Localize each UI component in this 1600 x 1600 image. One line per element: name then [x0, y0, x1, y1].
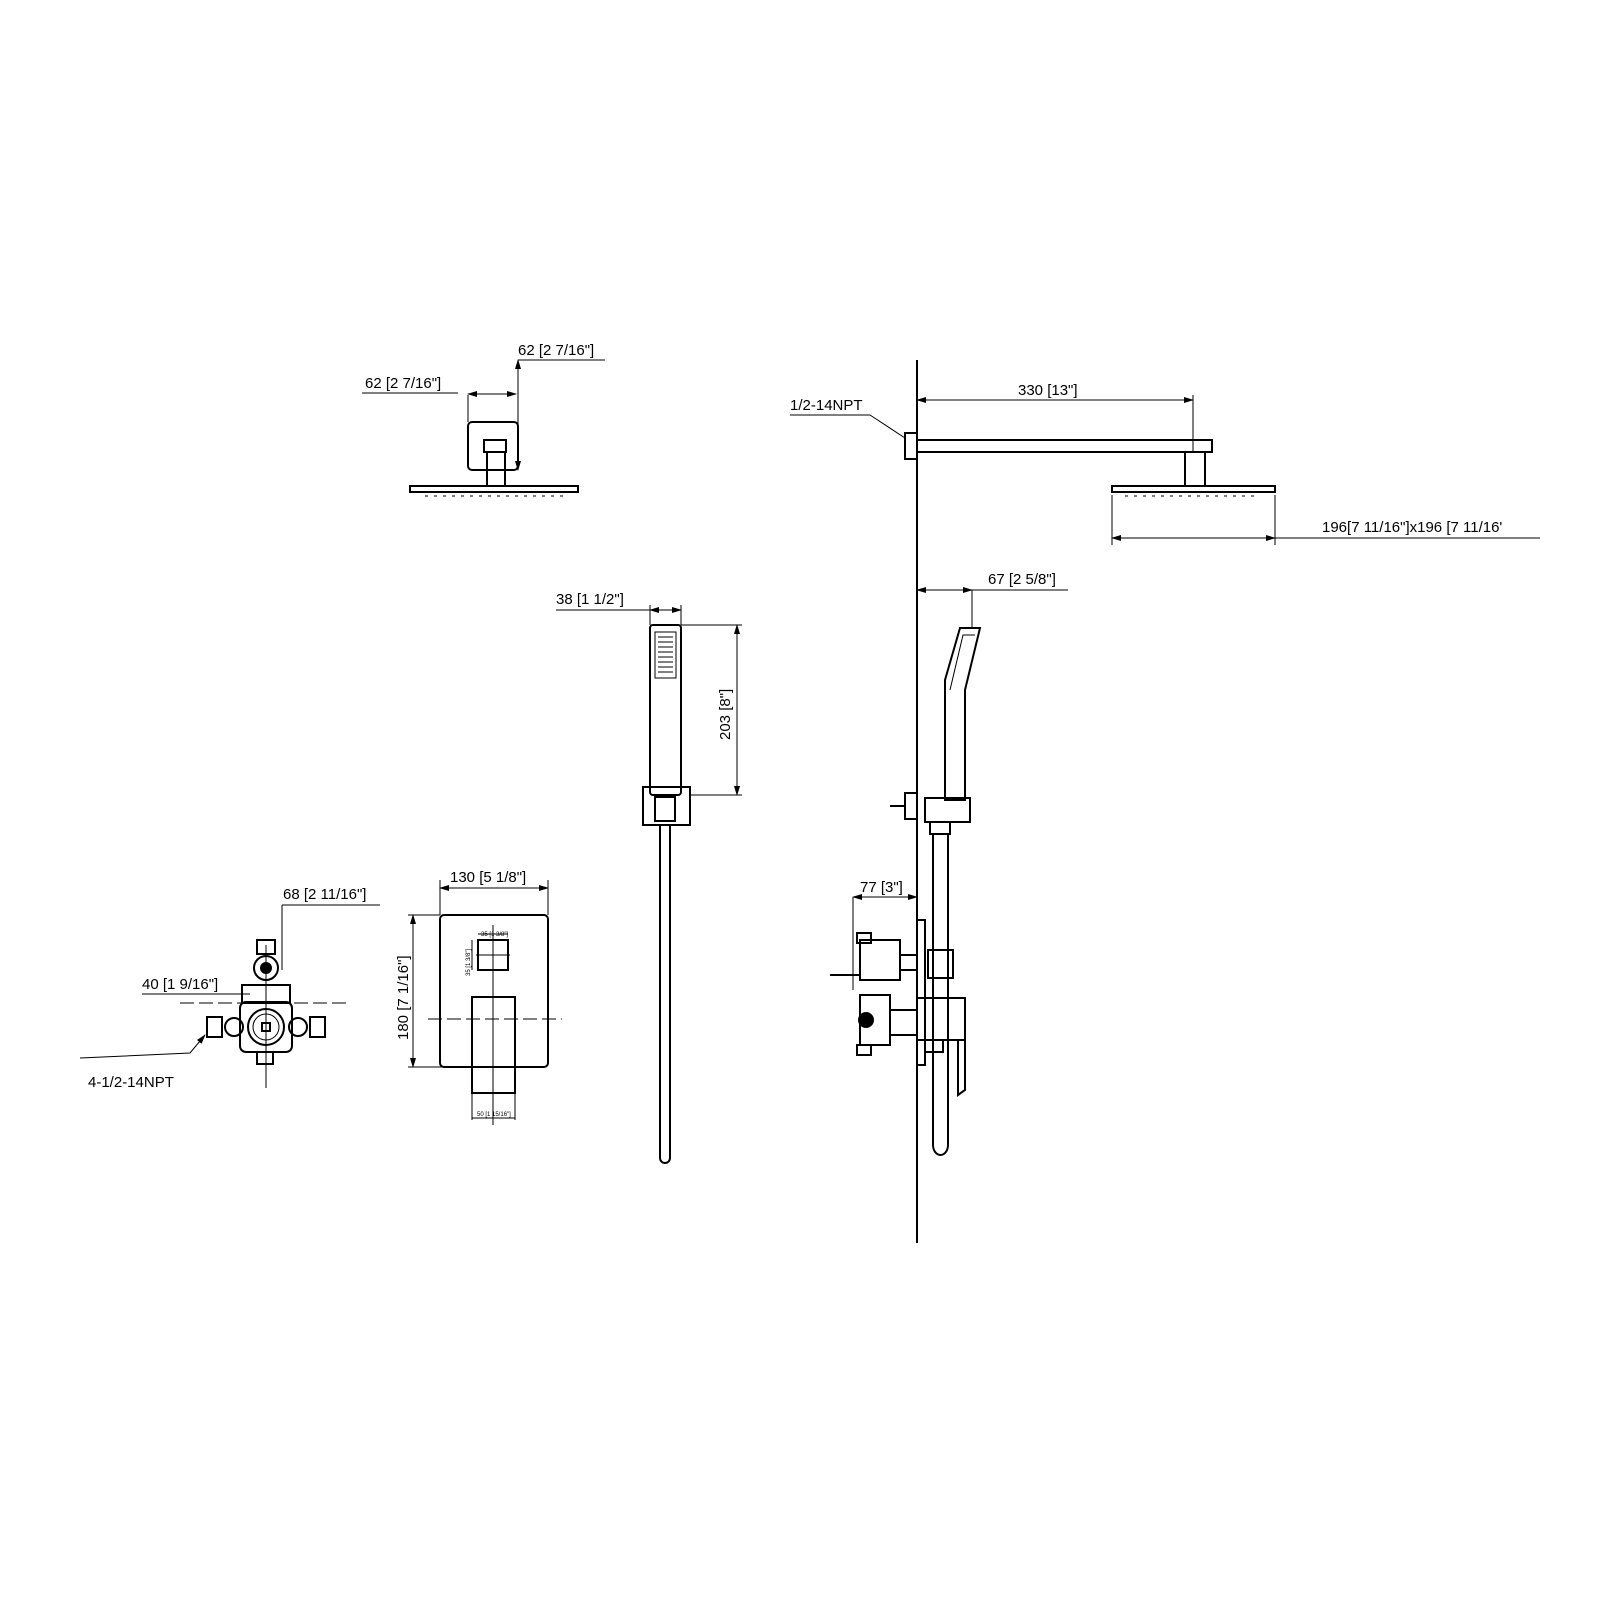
- trim-plate-front-view: 35 [1 3/8"] 35 [1 3/8"] 50 [1 15/16"] 13…: [395, 869, 562, 1125]
- valve-depth-label: 68 [2 11/16"]: [283, 886, 366, 903]
- handshower-width-label: 38 [1 1/2"]: [556, 591, 624, 608]
- wall-projection-label: 77 [3"]: [860, 879, 903, 896]
- head-width-label: 62 [2 7/16"]: [365, 375, 441, 392]
- trim-height-label: 180 [7 1/16"]: [395, 955, 412, 1040]
- hand-shower-front-view: 38 [1 1/2"] 203 [8"]: [556, 591, 742, 1164]
- valve-ports-label: 4-1/2-14NPT: [88, 1074, 174, 1091]
- shower-arm-side-view: 330 [13"] 1/2-14NPT 196[7 11/16"]x196 [7…: [790, 382, 1540, 545]
- npt-inlet-label: 1/2-14NPT: [790, 397, 863, 414]
- head-depth-label: 62 [2 7/16"]: [518, 342, 594, 359]
- valve-offset-label: 40 [1 9/16"]: [142, 976, 218, 993]
- handshower-offset-label: 67 [2 5/8"]: [988, 571, 1056, 588]
- head-size-label: 196[7 11/16"]x196 [7 11/16': [1322, 519, 1502, 536]
- handshower-length-label: 203 [8"]: [717, 689, 734, 740]
- diverter-height-label: 35 [1 3/8"]: [466, 949, 472, 976]
- handle-width-label: 50 [1 15/16"]: [477, 1112, 511, 1118]
- slide-bar-side-view: 77 [3"] 67 [2 5/8"]: [830, 571, 1068, 1156]
- rain-head-front-view: 62 [2 7/16"] 62 [2 7/16"]: [362, 342, 605, 497]
- diverter-width-label: 35 [1 3/8"]: [481, 932, 508, 938]
- rough-in-valve-front-view: 68 [2 11/16"] 40 [1 9/16"] 4-1/2-14NPT: [79, 886, 380, 1091]
- trim-width-label: 130 [5 1/8"]: [450, 869, 526, 886]
- arm-length-label: 330 [13"]: [1018, 382, 1078, 399]
